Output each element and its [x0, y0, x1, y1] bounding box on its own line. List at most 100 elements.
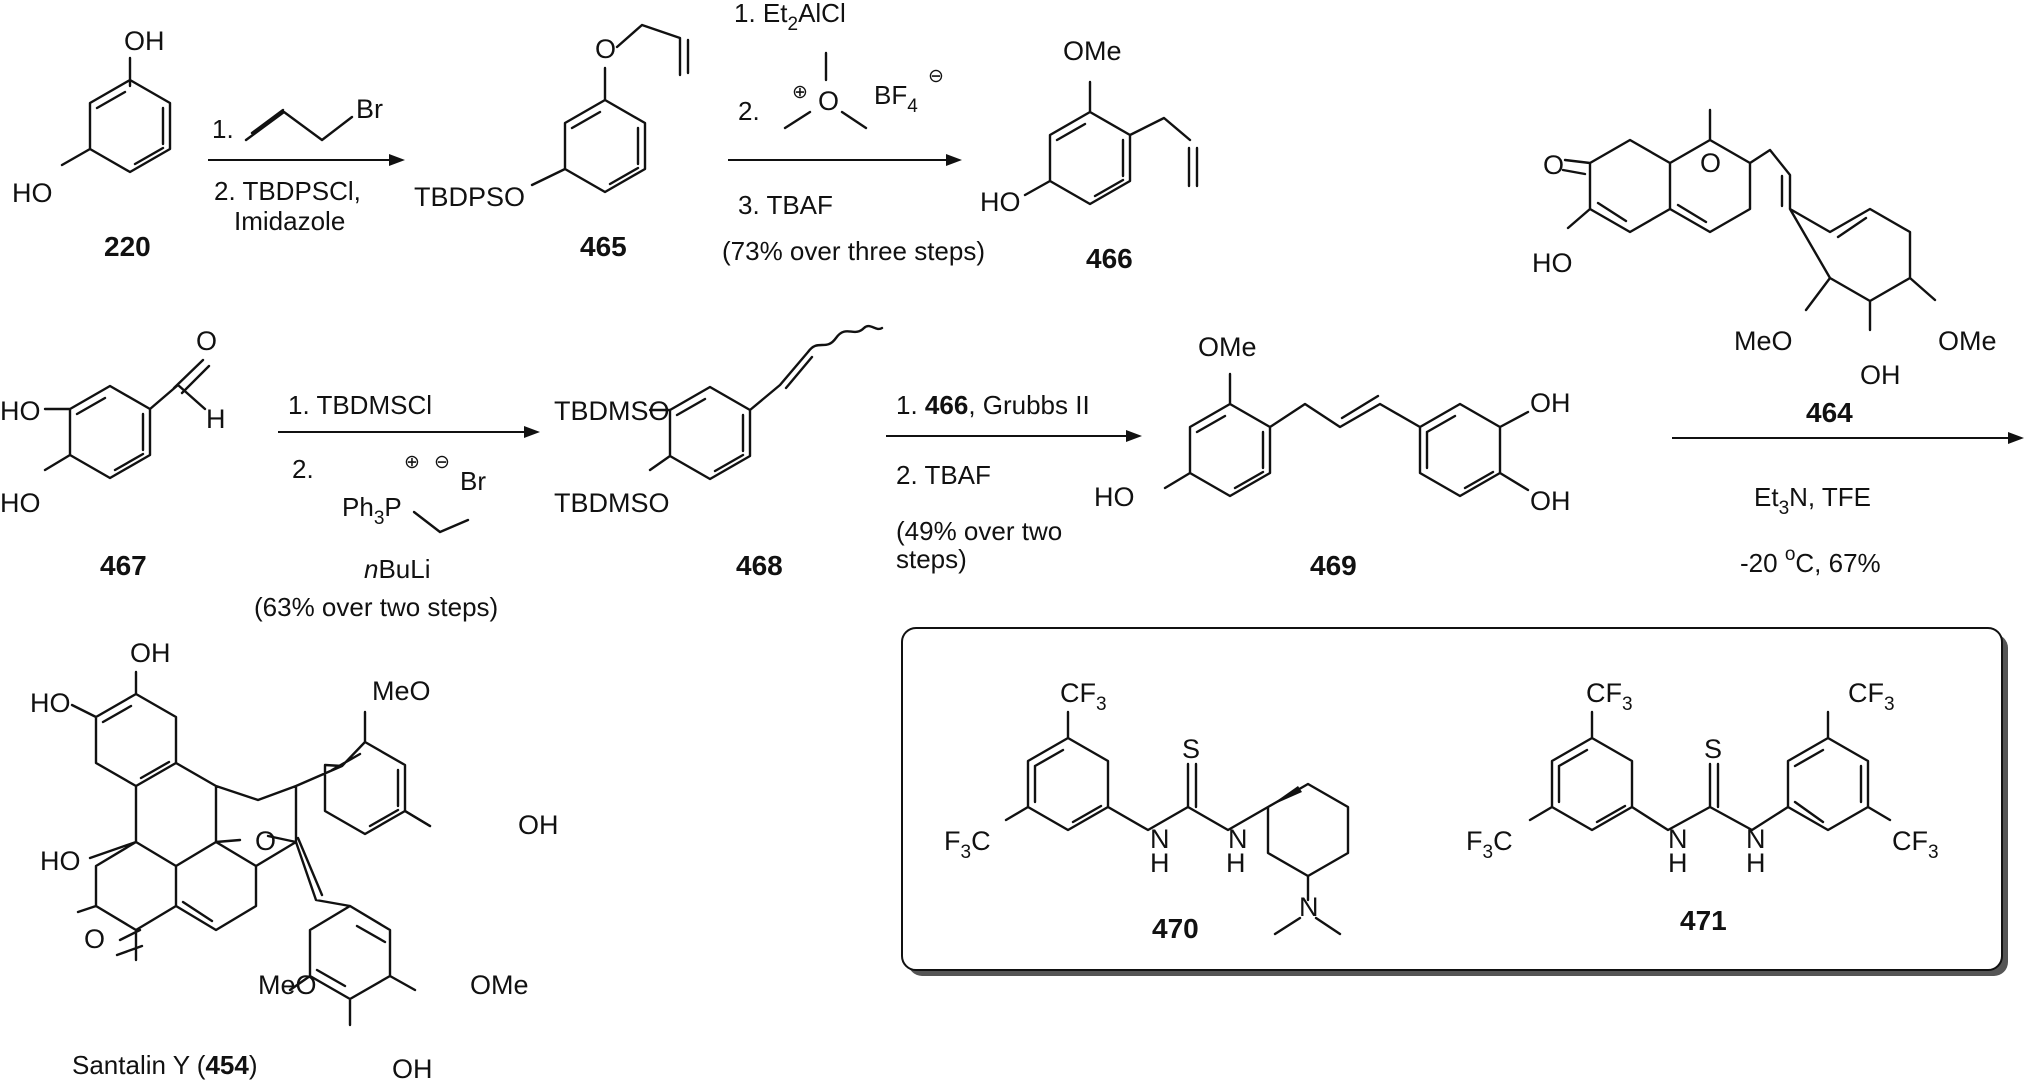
- compound-470-amine-bonds: [1273, 874, 1342, 936]
- condition-text: 2. TBAF: [896, 460, 991, 490]
- atom-label: O: [1543, 150, 1564, 180]
- step2-conditions: 1. Et2AlCl 2. ⊕ O BF4 ⊖ 3. TBAF (73% ove…: [722, 0, 985, 266]
- allyl-bromide-bonds: [244, 108, 354, 142]
- arrow-head: [2008, 432, 2024, 444]
- wedge-bond: [1268, 786, 1302, 807]
- atom-label: OMe: [1063, 36, 1122, 66]
- compound-464-bonds: [1561, 108, 1937, 332]
- condition-text: Et3N, TFE: [1754, 482, 1871, 519]
- compound-467: O H HO HO 467: [0, 326, 226, 581]
- atom-label: HO: [0, 396, 41, 426]
- compound-468: TBDMSO TBDMSO 468: [554, 324, 884, 581]
- step1-conditions: 1. Br 2. TBDPSCl, Imidazole: [208, 94, 405, 236]
- arrow-head: [1126, 430, 1142, 442]
- arrow-head: [389, 154, 405, 166]
- atom-label: O: [818, 86, 839, 116]
- compound-454-bonds-extra: [403, 809, 432, 828]
- condition-text: 2.: [292, 454, 314, 484]
- atom-label: OH: [1530, 486, 1571, 516]
- compound-name: Santalin Y (454): [72, 1050, 258, 1080]
- atom-label: N: [1150, 824, 1170, 854]
- atom-label: H: [1746, 848, 1766, 878]
- atom-label: CF3: [1848, 678, 1895, 715]
- compound-number: 220: [104, 231, 151, 262]
- atom-label: OMe: [1938, 326, 1997, 356]
- atom-label: OMe: [470, 970, 529, 1000]
- atom-label: Br: [356, 94, 383, 124]
- condition-text: (63% over two steps): [254, 592, 498, 622]
- compound-471-bonds: [1528, 710, 1892, 832]
- atom-label: S: [1704, 734, 1722, 764]
- condition-text: 3. TBAF: [738, 190, 833, 220]
- condition-text: 1. 466, Grubbs II: [896, 390, 1090, 420]
- charge-plus: ⊕: [404, 452, 420, 473]
- atom-label: HO: [12, 178, 53, 208]
- condition-text: 1. Et2AlCl: [734, 0, 846, 35]
- atom-label: HO: [980, 187, 1021, 217]
- compound-467-bonds: [43, 358, 211, 480]
- condition-text: 1. TBDMSCl: [288, 390, 432, 420]
- compound-220-bonds: [60, 56, 172, 174]
- condition-text: Ph3P: [342, 492, 402, 529]
- condition-text: Br: [460, 466, 486, 496]
- atom-label: HO: [30, 688, 71, 718]
- condition-text: steps): [896, 544, 967, 574]
- atom-label: CF3: [1060, 678, 1107, 715]
- compound-464: O O HO MeO OMe OH 464: [1532, 108, 1997, 428]
- atom-label: OH: [1530, 388, 1571, 418]
- condition-text: BF4: [874, 80, 918, 117]
- compound-470: CF3 F3C S H N H N N 470: [944, 678, 1350, 944]
- atom-label: H: [1226, 848, 1246, 878]
- atom-label: TBDMSO: [554, 396, 670, 426]
- condition-text: -20 oC, 67%: [1740, 544, 1881, 578]
- compound-454-santalin-y: OH HO MeO OH HO O O MeO OMe OH Santalin …: [30, 638, 559, 1084]
- trimethyloxonium-bonds: [783, 51, 868, 130]
- atom-label: OH: [124, 26, 165, 56]
- compound-number: 466: [1086, 243, 1133, 274]
- atom-label: F3C: [944, 826, 991, 863]
- charge-minus: ⊖: [434, 452, 450, 473]
- atom-label: O: [595, 34, 616, 64]
- condition-text: 2. TBDPSCl,: [214, 176, 361, 206]
- arrow-head: [524, 426, 540, 438]
- atom-label: OH: [518, 810, 559, 840]
- atom-label: O: [255, 826, 276, 856]
- compound-469-bonds: [1163, 372, 1530, 498]
- atom-label: HO: [0, 488, 41, 518]
- compound-469: OMe HO OH OH 469: [1094, 332, 1571, 581]
- compound-number: 471: [1680, 905, 1727, 936]
- arrow-head: [946, 154, 962, 166]
- condition-text: (73% over three steps): [722, 236, 985, 266]
- condition-text: nBuLi: [364, 554, 431, 584]
- compound-466: OMe HO 466: [980, 36, 1199, 274]
- atom-label: OMe: [1198, 332, 1257, 362]
- atom-label: F3C: [1466, 826, 1513, 863]
- atom-label: N: [1746, 824, 1766, 854]
- step3-conditions: 1. TBDMSCl 2. ⊕ ⊖ Br Ph3P nBuLi (63% ove…: [254, 390, 540, 622]
- compound-454-bonds: [70, 670, 432, 1027]
- atom-label: N: [1668, 824, 1688, 854]
- atom-label: TBDMSO: [554, 488, 670, 518]
- compound-number: 469: [1310, 550, 1357, 581]
- step5-conditions: Et3N, TFE -20 oC, 67%: [1672, 432, 2024, 578]
- atom-label: N: [1228, 824, 1248, 854]
- atom-label: N: [1299, 892, 1319, 922]
- condition-text: Imidazole: [234, 206, 345, 236]
- compound-470-bonds: [1004, 710, 1350, 878]
- compound-465-bonds: [530, 23, 690, 194]
- condition-text: 2.: [738, 96, 760, 126]
- compound-465: O TBDPSO 465: [414, 23, 690, 262]
- atom-label: TBDPSO: [414, 182, 525, 212]
- atom-label: MeO: [258, 970, 317, 1000]
- atom-label: O: [196, 326, 217, 356]
- compound-number: 464: [1806, 397, 1853, 428]
- atom-label: OH: [130, 638, 171, 668]
- atom-label: OH: [392, 1054, 433, 1084]
- atom-label: CF3: [1892, 826, 1939, 863]
- atom-label: CF3: [1586, 678, 1633, 715]
- compound-466-bonds: [1023, 80, 1199, 206]
- atom-label: H: [1150, 848, 1170, 878]
- atom-label: H: [1668, 848, 1688, 878]
